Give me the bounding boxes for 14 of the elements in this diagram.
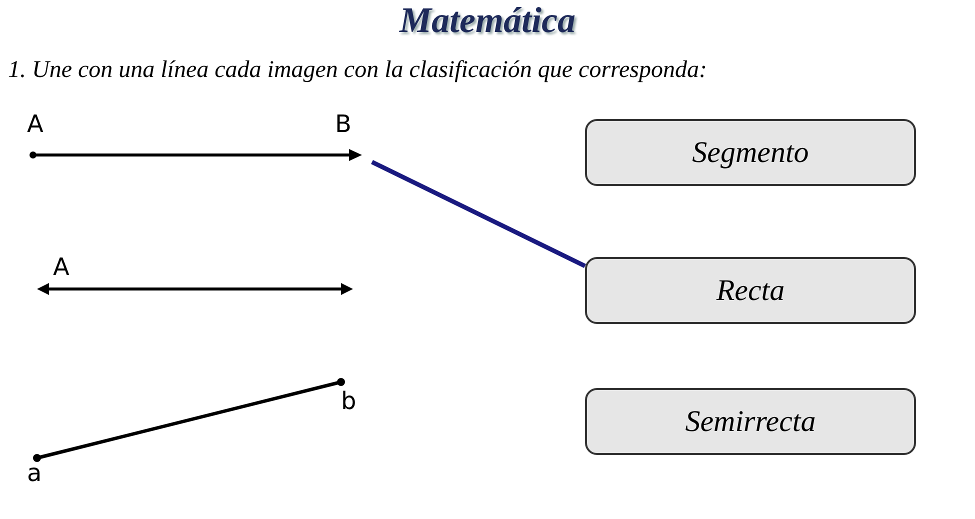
- point-label: a: [27, 461, 42, 485]
- classification-text: Segmento: [692, 134, 809, 170]
- point-label: b: [341, 389, 356, 413]
- title: Matemática: [400, 0, 576, 40]
- answer-line: [371, 160, 586, 268]
- classification-text: Recta: [716, 272, 785, 308]
- answer-box: [585, 388, 916, 455]
- answer-box: [585, 119, 916, 186]
- answer-box: [585, 257, 916, 324]
- instruction-text: 1. Une con una línea cada imagen con la clasificación que corresponda:: [8, 56, 707, 85]
- point-label: B: [335, 112, 352, 136]
- point-label: A: [53, 255, 70, 279]
- classification-text: Semirrecta: [685, 404, 816, 440]
- point-label: A: [27, 112, 44, 136]
